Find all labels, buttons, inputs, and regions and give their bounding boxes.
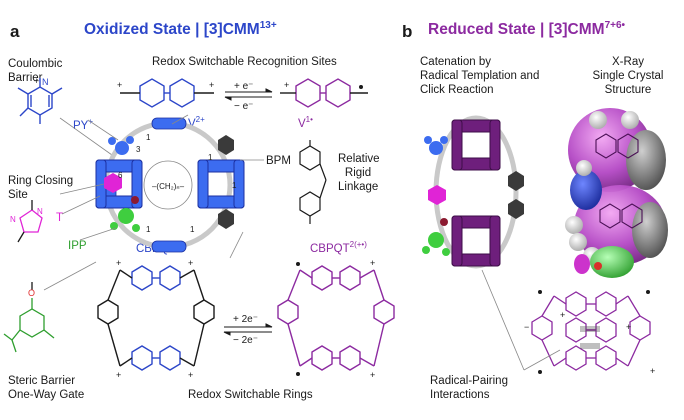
svg-text:+: + [188,258,193,268]
equilibrium-arrow-bottom [223,323,273,336]
redox-switchable-rings-label: Redox Switchable Rings [188,389,313,401]
site-number-2: 1 [146,225,151,234]
svg-text:+: + [188,370,193,380]
svg-text:+: + [117,80,122,90]
radical-pairing-structure [531,291,651,371]
site-number-6: 3 [136,145,141,154]
site-number-4: 1 [232,181,237,190]
site-number-7: 6 [118,171,123,180]
plus-2e-label: + 2e⁻ [233,314,259,325]
svg-text:N: N [37,207,43,216]
svg-text:+: + [34,76,39,86]
panel-a-title: Oxidized State | [3]CMM13+ [84,20,277,39]
svg-text:N: N [42,77,49,87]
v1-label: V1• [298,115,313,130]
svg-text:+: + [560,310,565,320]
catenane-cartoon: –(CH₂)ₙ– [95,117,245,253]
viologen-oxidized [120,78,214,108]
svg-text:O: O [28,288,35,298]
svg-text:+: + [116,258,121,268]
triazole-structure [17,200,43,243]
panel-b-letter: b [402,22,413,41]
ipp-structure [3,282,55,353]
svg-text:N: N [10,215,16,224]
minus-2e-label: − 2e⁻ [233,335,259,346]
site-number-5: 1 [146,133,151,142]
t-label: T [56,212,64,224]
svg-text:+: + [116,370,121,380]
pyridinium-structure [17,78,63,124]
bpm-label: BPM [266,155,291,167]
minus-e-label: − e⁻ [234,101,254,112]
panel-b-title: Reduced State | [3]CMM7+6• [428,20,626,39]
panel-a-letter: a [10,22,20,41]
reduced-catenane-cartoon [422,115,524,269]
xray-structure [565,108,668,278]
svg-text:+: + [370,370,375,380]
site-number-3: 1 [190,225,195,234]
svg-text:+: + [209,80,214,90]
equilibrium-arrow-top [224,88,273,101]
viologen-reduced [280,78,368,108]
bpm-structure [299,140,327,224]
svg-text:+: + [284,80,289,90]
plus-e-label: + e⁻ [234,81,254,92]
svg-text:+: + [650,366,655,376]
chain-label: –(CH₂)ₙ– [152,182,185,191]
svg-text:−: − [524,322,529,332]
svg-text:+: + [626,322,631,332]
svg-text:+: + [370,258,375,268]
v2-label: V2+ [188,115,205,130]
cbpqt2-label: CBPQT2(+•) [310,240,367,255]
cbpqt2-structure [277,265,395,371]
site-number-1: 1 [208,153,213,162]
cbpqt4-structure [97,265,215,371]
redox-recognition-sites-label: Redox Switchable Recognition Sites [152,56,337,68]
ipp-label: IPP [68,240,87,252]
